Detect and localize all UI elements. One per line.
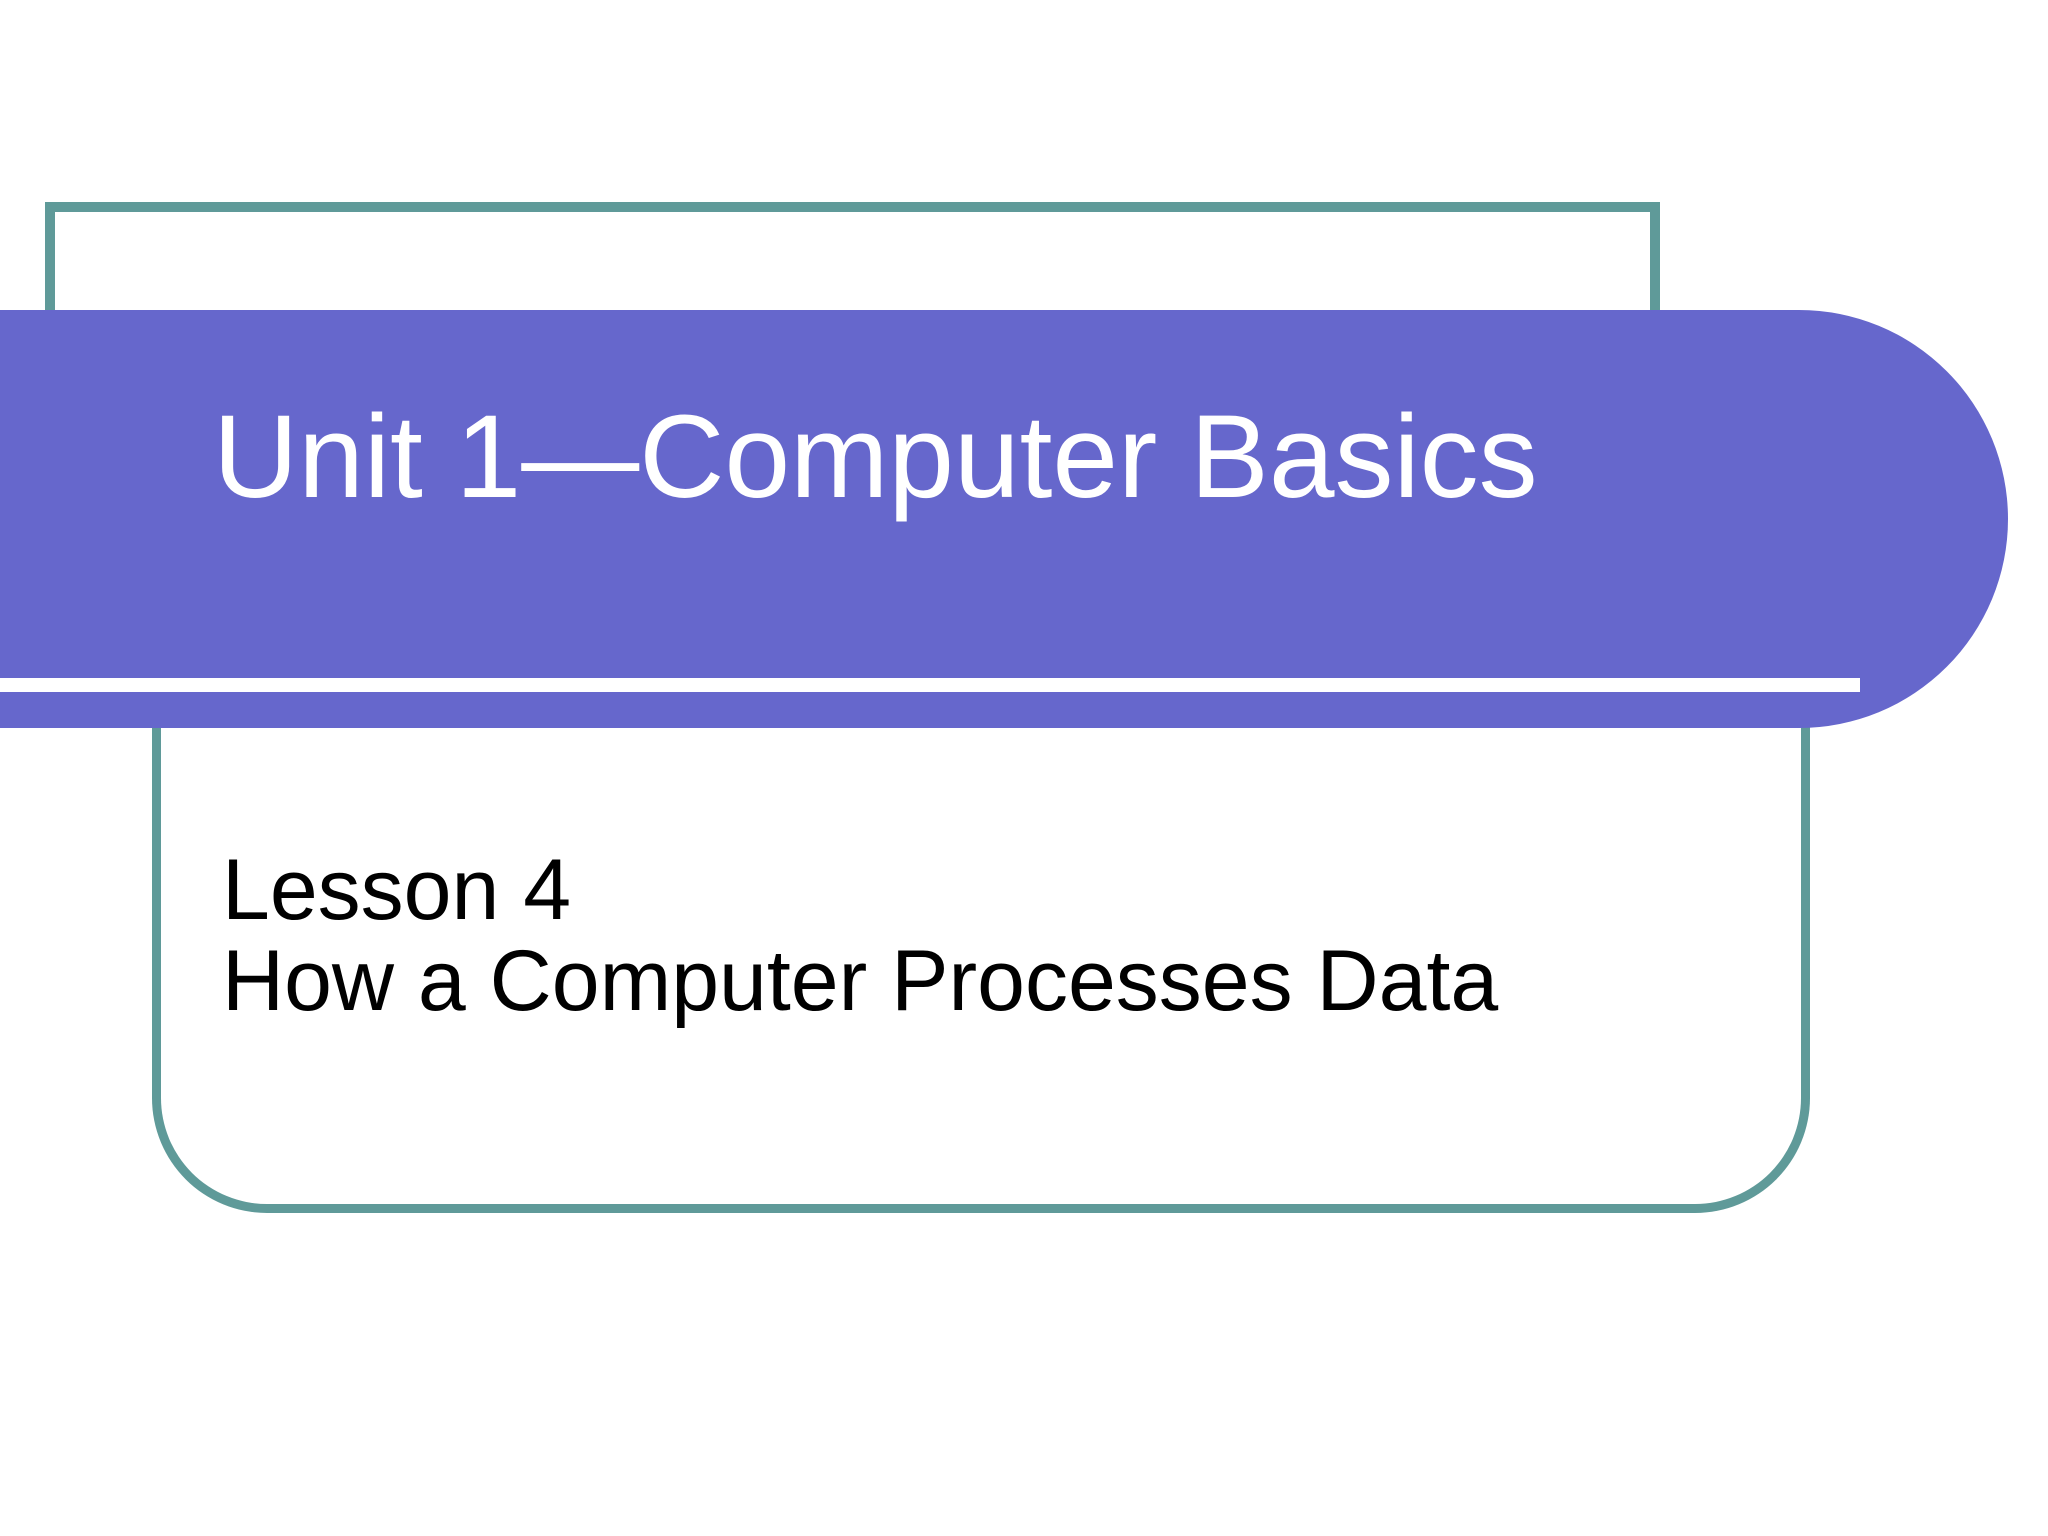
slide-subtitle-block: Lesson 4 How a Computer Processes Data: [222, 842, 1722, 1030]
decorative-frame-top: [45, 202, 1660, 332]
subtitle-line-topic: How a Computer Processes Data: [222, 933, 1499, 1030]
banner-divider-rule: [0, 678, 1860, 692]
subtitle-line-lesson: Lesson 4: [222, 842, 572, 938]
decorative-frame-bottom: [152, 700, 1810, 1213]
slide-title: Unit 1—Computer Basics: [213, 391, 1538, 523]
title-banner: [0, 310, 2008, 728]
